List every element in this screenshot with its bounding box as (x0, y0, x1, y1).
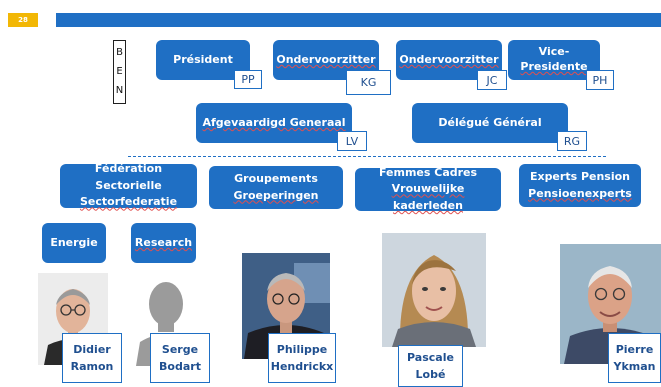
subgroup-energie-label: Energie (50, 235, 98, 249)
name-box-pierre-ykman: Pierre Ykman (608, 333, 661, 383)
vice-chair-jc-initials: JC (477, 70, 507, 90)
section-divider (128, 156, 606, 157)
group-femmes-cadres-line1: Femmes Cadres (378, 165, 478, 179)
delegue-general-box: Délégué Général (412, 103, 568, 143)
group-femmes-cadres-line2: Vrouwelijke kaderleden (391, 182, 465, 212)
president-role: Président (173, 52, 233, 66)
group-federation-line1: Fédération Sectorielle (94, 162, 163, 192)
vice-presidente-role-line2: Presidente (520, 60, 588, 73)
president-initials: PP (234, 70, 262, 89)
photo-pascale-lobe (382, 233, 486, 347)
afgevaardigd-generaal-initials: LV (337, 131, 367, 151)
person-last-name: Bodart (159, 360, 201, 373)
page-number-badge: 28 (8, 13, 38, 27)
ben-letter: E (116, 65, 123, 77)
group-groupements-box: Groupements Groeperingen (209, 166, 343, 209)
name-box-philippe-hendrickx: Philippe Hendrickx (268, 333, 336, 383)
subgroup-research-box: Research (131, 223, 196, 263)
person-first-name: Serge (161, 342, 199, 356)
vice-presidente-box: Vice- Presidente (508, 40, 600, 80)
vice-chair-kg-initials: KG (346, 70, 391, 95)
name-box-pascale-lobe: Pascale Lobé (398, 345, 463, 387)
person-last-name: Ykman (613, 360, 656, 373)
person-first-name: Pierre (615, 342, 654, 356)
group-femmes-cadres-box: Femmes Cadres Vrouwelijke kaderleden (355, 165, 501, 212)
vice-presidente-role-line1: Vice- (538, 45, 570, 59)
person-last-name: Ramon (70, 360, 114, 373)
vice-chair-kg-role: Ondervoorzitter (276, 52, 376, 66)
delegue-general-initials: RG (557, 131, 587, 151)
group-experts-pension-line2: Pensioenexperts (528, 186, 632, 200)
person-first-name: Pascale (407, 350, 454, 364)
ben-letter: B (116, 46, 123, 58)
header-bar (56, 13, 661, 27)
group-groupements-line1: Groupements (234, 172, 318, 185)
person-last-name: Hendrickx (270, 360, 334, 373)
group-experts-pension-line1: Experts Pension (529, 170, 631, 183)
vice-chair-kg-box: Ondervoorzitter (273, 40, 379, 80)
president-box: Président (156, 40, 250, 80)
person-last-name: Lobé (415, 368, 446, 381)
name-box-serge-bodart: Serge Bodart (150, 333, 210, 383)
group-federation-line2: Sectorfederatie (79, 195, 178, 209)
subgroup-energie-box: Energie (42, 223, 106, 263)
group-experts-pension-box: Experts Pension Pensioenexperts (519, 164, 641, 207)
vice-presidente-initials: PH (586, 70, 614, 90)
vice-chair-jc-role: Ondervoorzitter (399, 52, 499, 66)
person-first-name: Philippe (276, 342, 328, 356)
vice-chair-jc-box: Ondervoorzitter (396, 40, 502, 80)
name-box-didier-ramon: Didier Ramon (62, 333, 122, 383)
ben-label: B E N (113, 40, 126, 104)
delegue-general-role: Délégué Général (438, 115, 542, 129)
subgroup-research-label: Research (134, 235, 193, 249)
person-first-name: Didier (73, 342, 111, 356)
group-groupements-line2: Groeperingen (233, 188, 319, 202)
afgevaardigd-generaal-role: Afgevaardigd Generaal (202, 115, 346, 129)
group-federation-box: Fédération Sectorielle Sectorfederatie (60, 162, 197, 209)
afgevaardigd-generaal-box: Afgevaardigd Generaal (196, 103, 352, 143)
ben-letter: N (115, 85, 124, 97)
